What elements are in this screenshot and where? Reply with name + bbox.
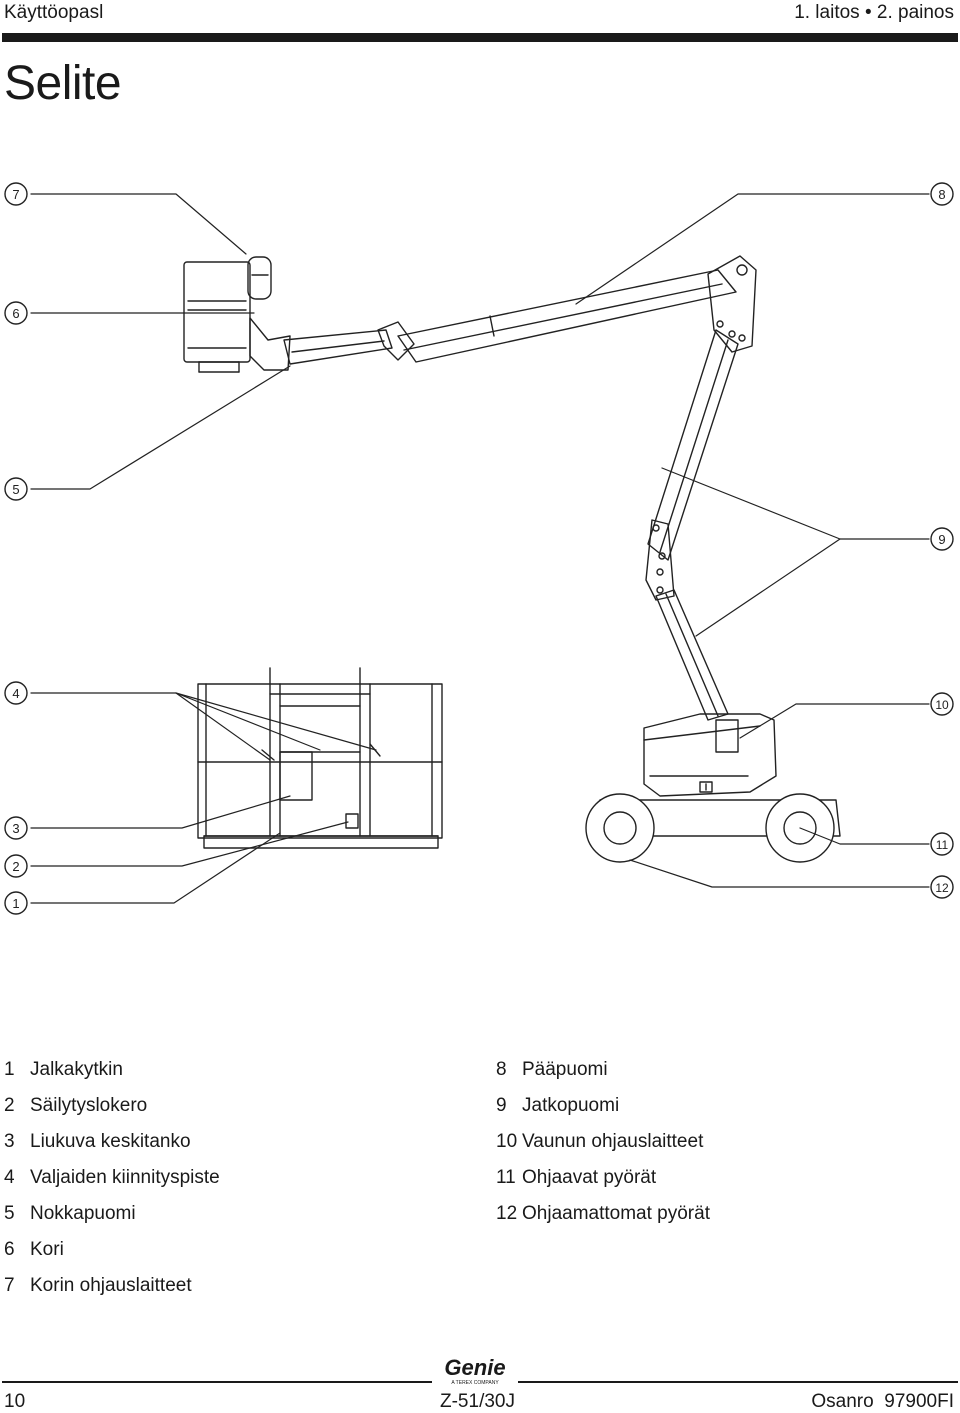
legend-label: Korin ohjauslaitteet (30, 1275, 192, 1296)
part-number-label: Osanro (811, 1391, 874, 1412)
legend-number: 6 (4, 1239, 15, 1260)
callout-12: 12 (935, 881, 949, 895)
legend-number: 12 (496, 1203, 518, 1224)
callout-2: 2 (12, 859, 19, 874)
boom-lift-diagram: 1 2 3 4 5 6 7 8 9 10 11 12 (4, 182, 954, 915)
genie-logo: Genie A TEREX COMPANY (444, 1355, 505, 1386)
callout-5: 5 (12, 482, 19, 497)
legend-item: 3 Liukuva keskitanko (4, 1124, 220, 1160)
legend-number: 3 (4, 1131, 15, 1152)
legend-label: Jatkopuomi (522, 1095, 620, 1116)
header-edition: 1. laitos • 2. painos (794, 2, 954, 23)
footer-rule-left (2, 1381, 432, 1383)
legend-number: 2 (4, 1095, 15, 1116)
legend-number: 9 (496, 1095, 507, 1116)
callout-10: 10 (935, 698, 949, 712)
legend-item: 8 Pääpuomi (496, 1052, 710, 1088)
legend-label: Säilytyslokero (30, 1095, 148, 1116)
callout-6: 6 (12, 306, 19, 321)
legend-label: Pääpuomi (522, 1059, 608, 1080)
page-number: 10 (4, 1391, 26, 1412)
platform-railing-detail (197, 667, 443, 849)
legend-number: 11 (496, 1167, 516, 1188)
lower-boom (655, 589, 729, 721)
callout-1: 1 (12, 896, 19, 911)
legend-number: 8 (496, 1059, 507, 1080)
legend-item: 6 Kori (4, 1232, 220, 1268)
model-number: Z-51/30J (440, 1391, 515, 1412)
callout-3: 3 (12, 821, 19, 836)
header-rule (2, 33, 958, 42)
legend-column-1: 1 Jalkakytkin 2 Säilytyslokero 3 Liukuva ke… (4, 1052, 220, 1304)
legend-item: 9 Jatkopuomi (496, 1088, 710, 1124)
legend-label: Liukuva keskitanko (30, 1131, 191, 1152)
callout-circles (4, 182, 954, 915)
svg-text:Genie: Genie (444, 1355, 505, 1380)
legend-label: Ohjaavat pyörät (522, 1167, 657, 1188)
legend-label: Jalkakytkin (30, 1059, 123, 1080)
callout-4: 4 (12, 686, 19, 701)
leader-lines (30, 193, 930, 904)
legend-number: 1 (4, 1059, 15, 1080)
svg-text:A TEREX COMPANY: A TEREX COMPANY (451, 1380, 499, 1386)
legend-label: Valjaiden kiinnityspiste (30, 1167, 220, 1188)
legend-item: 1 Jalkakytkin (4, 1052, 220, 1088)
legend-number: 5 (4, 1203, 15, 1224)
callout-9: 9 (938, 532, 945, 547)
legend-label: Ohjaamattomat pyörät (522, 1203, 710, 1224)
callout-11: 11 (936, 838, 949, 852)
wheels (585, 793, 835, 863)
legend-label: Nokkapuomi (30, 1203, 136, 1224)
platform-basket (183, 256, 272, 373)
callout-7: 7 (12, 187, 19, 202)
legend-item: 2 Säilytyslokero (4, 1088, 220, 1124)
legend-item: 4 Valjaiden kiinnityspiste (4, 1160, 220, 1196)
legend-label: Vaunun ohjauslaitteet (522, 1131, 704, 1152)
riser-boom (645, 329, 739, 601)
part-number: Osanro 97900FI (811, 1391, 954, 1413)
part-number-value: 97900FI (884, 1391, 954, 1412)
jib-boom (283, 321, 415, 365)
legend-item: 7 Korin ohjauslaitteet (4, 1268, 220, 1304)
legend-item: 11 Ohjaavat pyörät (496, 1160, 710, 1196)
header-manual-title: Käyttöopasl (4, 2, 104, 23)
footer-rule-right (518, 1381, 958, 1383)
legend-number: 10 (496, 1131, 518, 1152)
legend-number: 4 (4, 1167, 15, 1188)
main-boom (397, 255, 757, 363)
legend-number: 7 (4, 1275, 15, 1296)
callout-8: 8 (938, 187, 945, 202)
turntable (643, 713, 777, 797)
page-title: Selite (4, 57, 122, 110)
legend-label: Kori (30, 1239, 64, 1260)
legend-item: 5 Nokkapuomi (4, 1196, 220, 1232)
